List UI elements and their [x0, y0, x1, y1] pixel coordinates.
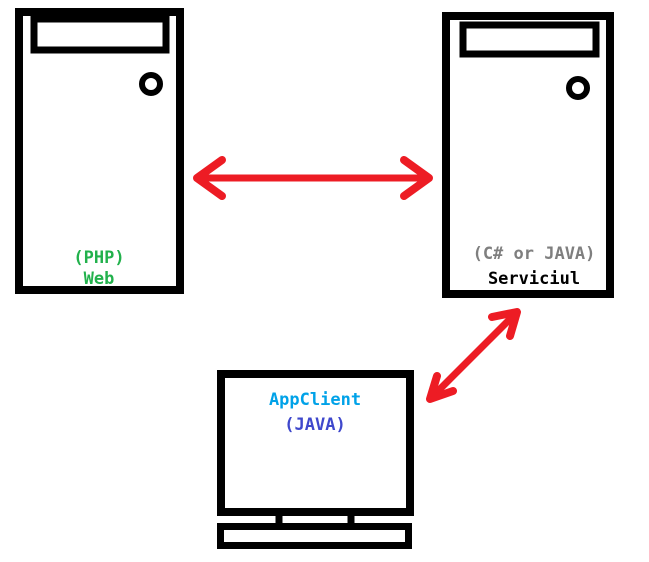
service-server-node: (C# or JAVA) Serviciul [442, 12, 614, 298]
server-tower-icon [15, 8, 184, 294]
web-server-node: (PHP) Web [15, 8, 184, 294]
server-power-button-icon [139, 72, 163, 96]
web-service-double-arrow-icon [193, 156, 433, 200]
app-client-name-label: AppClient [269, 390, 361, 410]
server-power-button-icon [566, 76, 590, 100]
arrowhead-right [400, 156, 433, 200]
desktop-monitor-icon [217, 370, 414, 516]
arrowhead-left [193, 156, 226, 200]
app-client-language-label: (JAVA) [284, 415, 345, 435]
web-server-name-label: Web [84, 269, 115, 289]
arrow-shaft [431, 313, 516, 398]
service-client-double-arrow-icon [426, 308, 521, 403]
arrowhead-bottom [426, 372, 457, 403]
web-server-language-label: (PHP) [73, 248, 124, 268]
service-server-name-label: Serviciul [488, 269, 580, 289]
app-client-node: AppClient (JAVA) [217, 370, 414, 549]
server-drive-bay-icon [459, 21, 600, 58]
monitor-base-icon [217, 523, 412, 549]
connection-arrows [193, 156, 521, 403]
arrowhead-top [488, 308, 521, 340]
server-drive-bay-icon [30, 15, 170, 54]
server-tower-icon [442, 12, 614, 298]
service-server-language-label: (C# or JAVA) [473, 244, 596, 264]
